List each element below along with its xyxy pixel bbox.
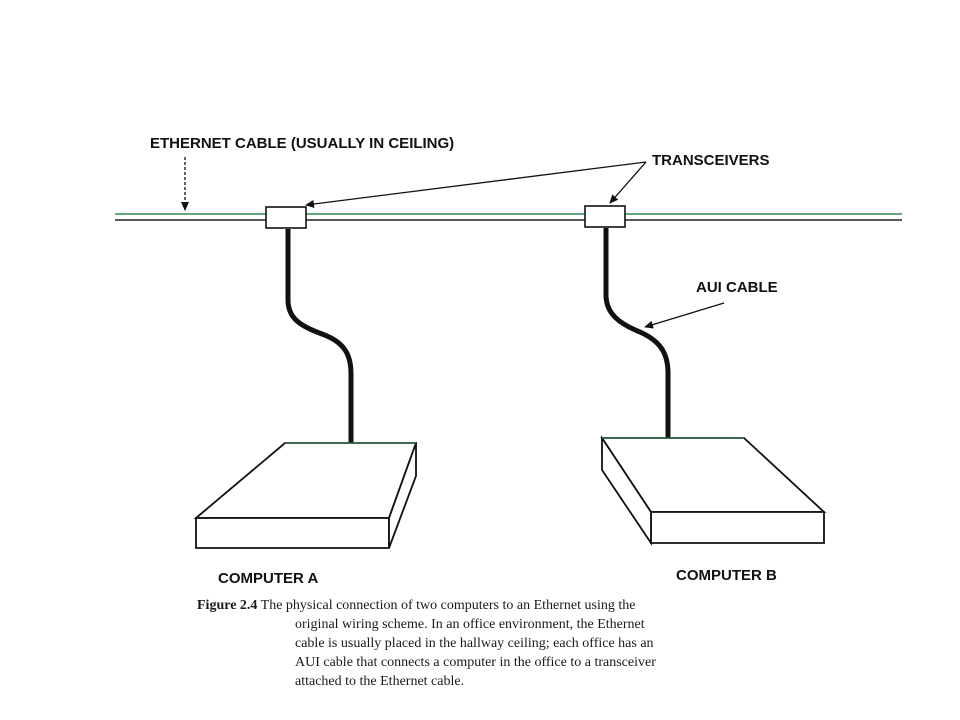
computer-a (193, 442, 418, 549)
caption-line-4: AUI cable that connects a computer in th… (295, 655, 656, 670)
caption-line-5: attached to the Ethernet cable. (295, 674, 465, 689)
transceiver-a (265, 206, 307, 229)
aui-cable-arrow (644, 302, 725, 329)
aui-cable-label: AUI CABLE (696, 279, 778, 296)
figure-number: Figure 2.4 (197, 598, 258, 613)
ethernet-cable-label: ETHERNET CABLE (USUALLY IN CEILING) (150, 135, 454, 152)
transceivers-label: TRANSCEIVERS (652, 152, 770, 169)
computer-b (600, 435, 827, 546)
caption-text-1: The physical connection of two computers… (260, 598, 636, 613)
transceiver-arrow-b (609, 161, 647, 204)
caption-line-2: original wiring scheme. In an office env… (295, 617, 645, 632)
computer-b-label: COMPUTER B (676, 567, 777, 584)
computer-a-label: COMPUTER A (218, 570, 318, 587)
transceiver-b (584, 205, 626, 228)
transceiver-arrow-a (305, 161, 647, 208)
caption-line-3: cable is usually placed in the hallway c… (295, 636, 654, 651)
aui-cable-b (603, 228, 671, 438)
figure-caption: Figure 2.4 The physical connection of tw… (197, 596, 857, 691)
ethernet-cable (115, 213, 902, 221)
aui-cable-a (285, 229, 354, 447)
caption-line-1: Figure 2.4 The physical connection of tw… (197, 596, 857, 615)
